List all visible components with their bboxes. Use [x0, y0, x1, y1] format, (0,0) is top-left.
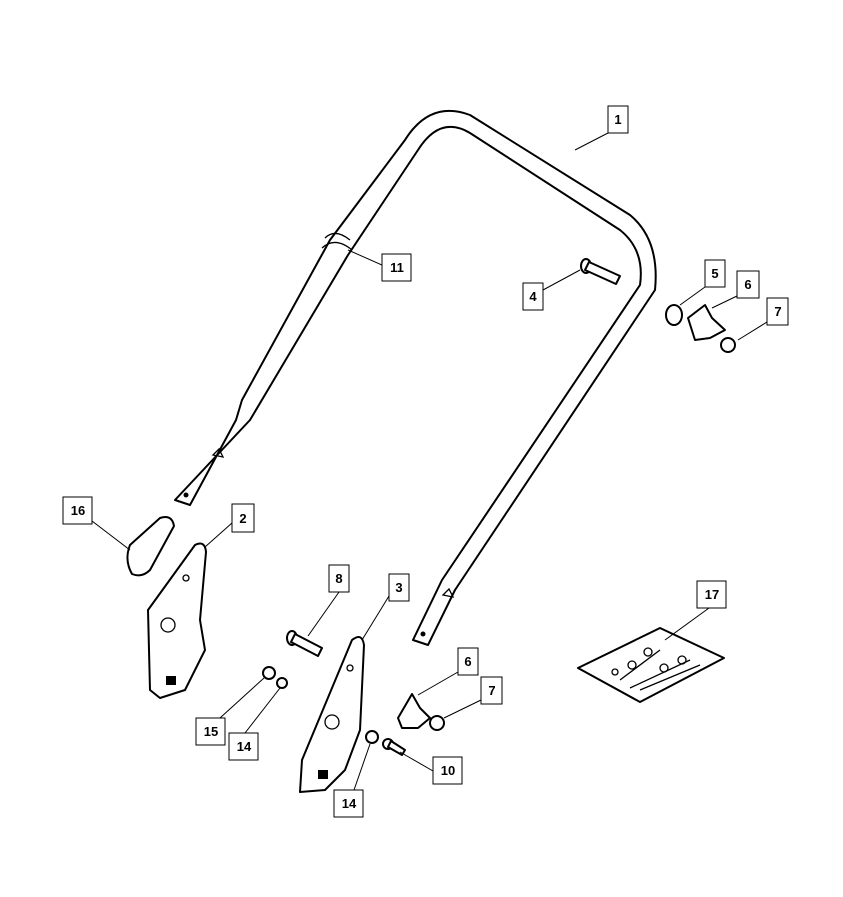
svg-text:15: 15: [204, 724, 218, 739]
svg-text:7: 7: [488, 683, 495, 698]
svg-text:4: 4: [529, 289, 537, 304]
svg-text:14: 14: [237, 739, 252, 754]
svg-text:6: 6: [464, 654, 471, 669]
callout-17: 17: [696, 580, 727, 609]
hardware-bag: [577, 627, 725, 703]
svg-text:5: 5: [711, 266, 718, 281]
screw: [382, 738, 406, 756]
callout-1: 1: [607, 105, 629, 134]
nut: [720, 337, 736, 353]
svg-text:11: 11: [390, 260, 404, 275]
bolt: [286, 630, 323, 657]
nut: [262, 666, 276, 680]
svg-text:7: 7: [774, 304, 781, 319]
callout-10: 10: [432, 756, 463, 785]
callout-2: 2: [231, 503, 255, 533]
callout-15: 15: [195, 717, 226, 746]
svg-text:1: 1: [614, 112, 621, 127]
callout-14b: 14: [333, 789, 364, 818]
right-bracket-plate: [299, 635, 365, 793]
svg-text:10: 10: [441, 763, 455, 778]
washer: [276, 677, 288, 689]
callout-5: 5: [704, 259, 726, 288]
svg-text:2: 2: [239, 511, 246, 526]
star-knob: [687, 304, 726, 341]
washer: [365, 730, 379, 744]
callout-4: 4: [522, 282, 544, 311]
svg-text:16: 16: [71, 503, 85, 518]
leader-lines: [91, 132, 768, 791]
left-bracket-plate: [147, 542, 207, 699]
svg-text:14: 14: [342, 796, 357, 811]
callout-6a: 6: [736, 270, 760, 299]
svg-text:8: 8: [335, 571, 342, 586]
callout-16: 16: [62, 496, 93, 525]
svg-text:3: 3: [395, 580, 402, 595]
callout-6b: 6: [457, 647, 479, 676]
svg-text:6: 6: [744, 277, 751, 292]
star-knob: [397, 693, 431, 729]
washer: [665, 304, 683, 326]
nut: [429, 715, 445, 731]
handle-tube: [174, 109, 657, 646]
callout-7b: 7: [480, 676, 503, 705]
callout-3: 3: [388, 573, 410, 602]
bolt: [580, 258, 621, 285]
callout-7a: 7: [766, 297, 789, 326]
callout-11: 11: [381, 253, 412, 282]
svg-text:17: 17: [705, 587, 719, 602]
rubber-block: [126, 516, 175, 577]
callout-14a: 14: [228, 732, 259, 761]
callout-8: 8: [328, 564, 350, 593]
